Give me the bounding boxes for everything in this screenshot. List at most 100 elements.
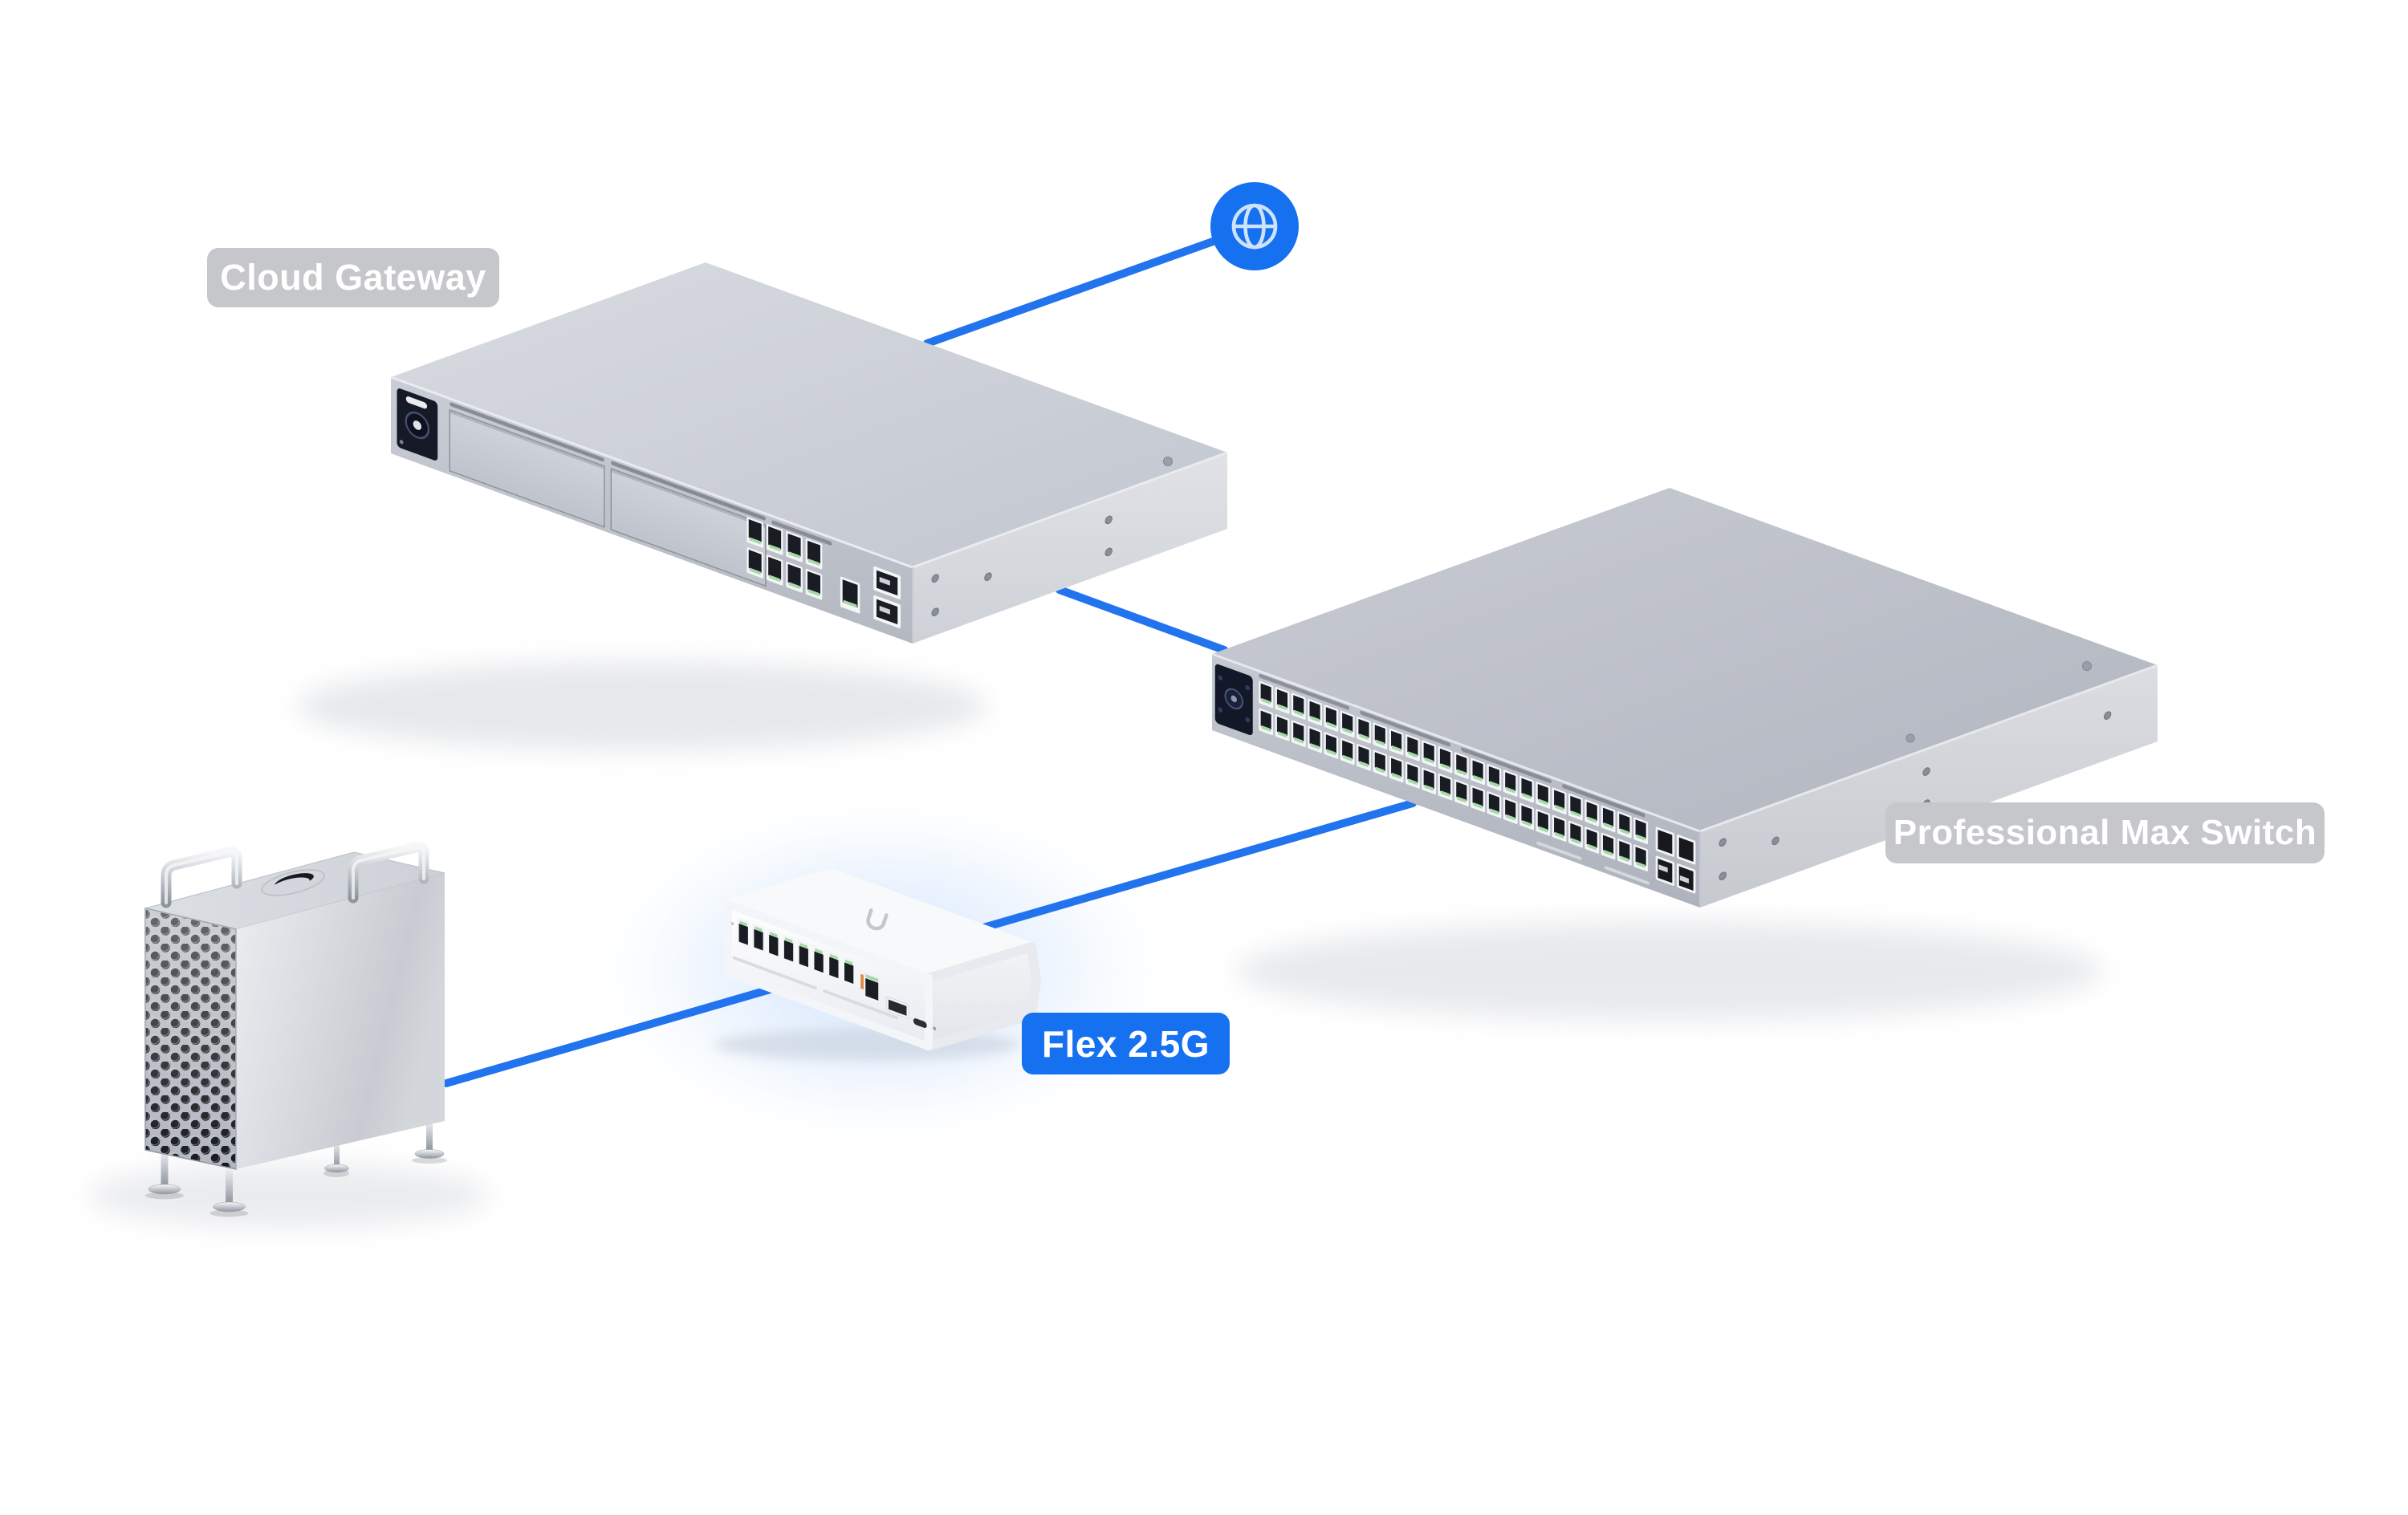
cloud-gateway-device [390,262,1228,644]
rj45-port [1275,713,1290,741]
rj45-port [786,561,803,593]
tower-side-face [236,873,445,1169]
switch-top-screw [1906,733,1915,743]
gateway-display [397,388,438,461]
flex-front-content [730,917,937,1030]
rj45-port [1454,752,1469,779]
rj45-port [1340,710,1355,738]
rj45-port [1357,743,1371,771]
gateway-vent-slot [611,461,766,521]
flex-reset-dot [933,1026,937,1030]
rj45-port [1536,809,1551,836]
rj45-port [767,928,780,959]
switch-bottom-vent [1536,841,1582,860]
rj45-port [1291,720,1306,748]
flex-led-dot [730,921,734,926]
switch-sfp-ports [1655,827,1696,894]
professional-max-switch-device [1211,488,2158,908]
flex-vent-slot [732,956,817,990]
flex-vent-slot [823,989,899,1020]
flex-switch-device [714,868,1041,1061]
gateway-shadow [297,662,987,750]
bay-top-shade [611,469,766,529]
gateway-vent-slot [771,520,832,546]
rj45-port [746,517,764,548]
rj45-port [1438,745,1453,774]
switch-vent-slot [1360,710,1451,747]
gateway-vent-slot [449,402,604,462]
rj45-port [1259,708,1274,736]
flex-rj45-ports [737,917,856,986]
switch-vent-slot [1259,673,1350,710]
rj45-port [1568,793,1583,821]
rj45-port [1552,814,1567,843]
rj45-port [1422,767,1437,795]
rj45-port [1617,838,1632,866]
rj45-port [752,923,765,953]
rj45-port [1422,740,1437,768]
rj45-port [1470,785,1486,813]
rj45-port [1340,737,1355,766]
switch-shadow [1236,921,2103,1021]
rj45-port [1324,705,1339,732]
switch-vent-slot [1562,784,1645,818]
gateway-right-face [913,453,1227,644]
gateway-top-face [391,262,1227,567]
rj45-port [786,530,803,563]
rj45-port [1536,782,1551,809]
rj45-port [746,547,764,579]
rj45-port [805,538,823,570]
computer-tower-device [144,842,447,1217]
rj45-port [1503,797,1518,824]
rj45-port [1633,844,1649,872]
rj45-port [1503,770,1518,797]
switch-bottom-vent [1604,866,1650,885]
rj45-port [1487,790,1502,818]
flex-sfp-port [885,996,909,1019]
rj45-port [1617,810,1632,839]
rj45-port [1291,693,1306,721]
switch-rj45-ports [1259,680,1649,872]
rj45-port [737,917,750,948]
gateway-side-screws [931,515,1112,617]
flex-2-5g-label: Flex 2.5G [1022,1013,1230,1074]
switch-vent-slot [1461,747,1552,784]
rj45-port [1601,805,1616,833]
rj45-port [1438,773,1453,801]
rj45-port [1389,728,1404,756]
gateway-rj45-ports [746,517,823,600]
gateway-extra-port [840,576,860,614]
rj45-port [1584,827,1600,854]
tower-shadow [88,1164,490,1228]
rj45-port [782,934,795,965]
link-internet-gateway [923,238,1217,347]
rj45-port [812,945,826,976]
rj45-port [1373,749,1388,777]
rj45-port [1568,820,1583,848]
switch-front-content [1214,664,1696,894]
gateway-sfp-ports [873,566,901,628]
rj45-port [766,523,783,555]
rj45-port [1454,779,1469,806]
switch-top-face [1212,488,2158,831]
rj45-port [766,554,783,586]
rj45-port [1373,722,1388,749]
gateway-front-content [397,388,901,628]
ubiquiti-logo-icon [866,908,889,931]
link-gateway-switch [1056,586,1228,654]
rj45-port [805,568,823,600]
rj45-port [1405,762,1420,789]
rj45-port [797,940,811,970]
rj45-port [1324,732,1339,759]
tower-handles [161,842,429,908]
rj45-port [1633,817,1649,845]
rj45-port [1275,686,1290,714]
rj45-port [1308,725,1323,753]
gateway-top-screw [1163,457,1173,466]
professional-max-switch-label: Professional Max Switch [1885,802,2325,863]
gateway-drive-bay [449,408,605,528]
tower-feet [145,1117,447,1217]
rj45-port [1584,799,1600,827]
